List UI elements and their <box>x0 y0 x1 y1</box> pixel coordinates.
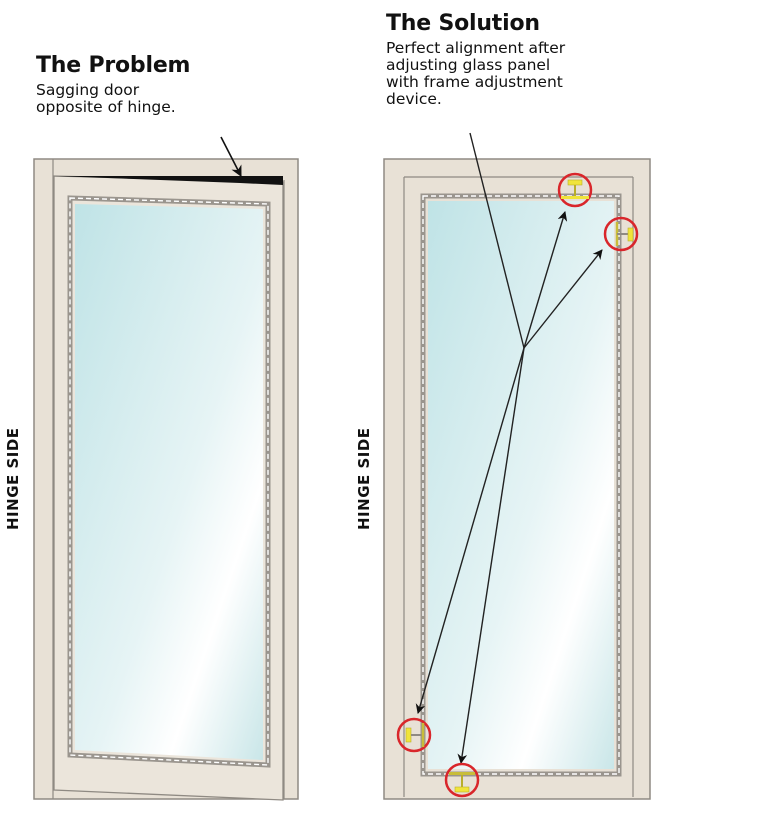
solution-title: The Solution <box>386 11 540 36</box>
adjustment-device-top <box>557 172 593 208</box>
adjustment-device-left <box>396 717 432 753</box>
problem-caption-line: Sagging door <box>36 81 140 99</box>
problem-caption: Sagging door opposite of hinge. <box>36 82 176 116</box>
problem-door <box>33 136 299 801</box>
problem-title: The Problem <box>36 53 191 78</box>
solution-caption-line: adjusting glass panel <box>386 56 551 74</box>
solution-caption-line: Perfect alignment after <box>386 39 566 57</box>
solution-door <box>383 158 651 800</box>
adjustment-device-right <box>603 216 639 252</box>
adjustment-device-bottom <box>444 762 480 798</box>
problem-caption-line: opposite of hinge. <box>36 98 176 116</box>
solution-arrows <box>415 132 603 764</box>
solution-caption: Perfect alignment after adjusting glass … <box>386 40 565 108</box>
solution-caption-line: with frame adjustment <box>386 73 563 91</box>
solution-caption-line: device. <box>386 90 442 108</box>
